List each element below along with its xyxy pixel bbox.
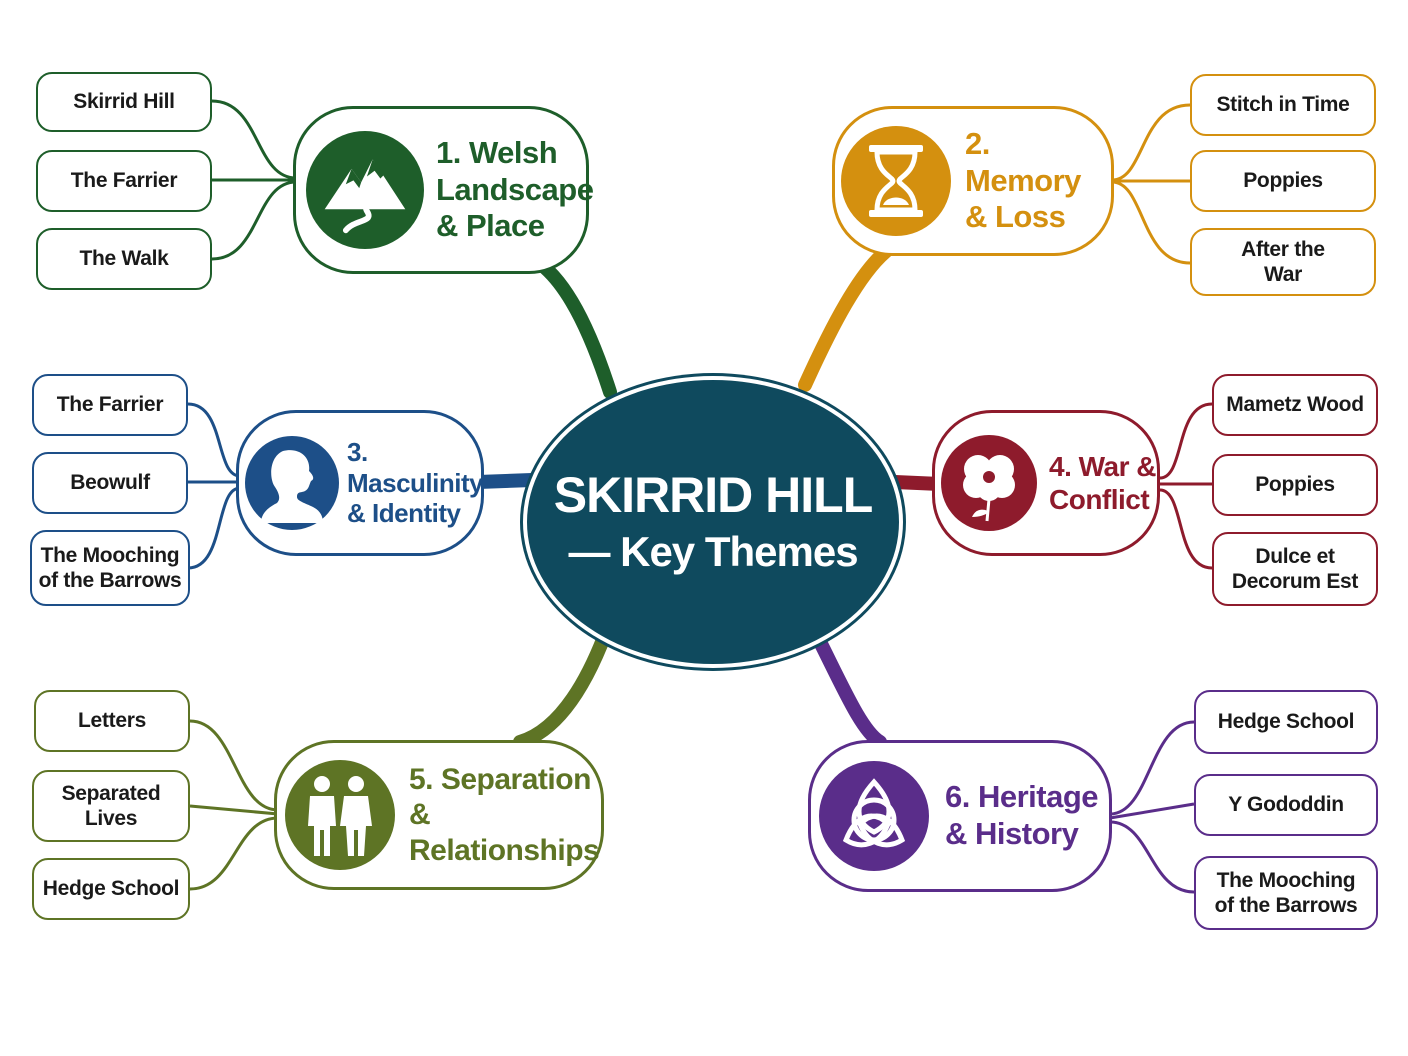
poem-hedge-school[interactable]: Hedge School bbox=[1194, 690, 1378, 754]
poem-separated-lives[interactable]: Separated Lives bbox=[32, 770, 190, 842]
connector-memory bbox=[798, 241, 897, 392]
theme-label: 2. Memory & Loss bbox=[965, 126, 1081, 235]
poem-stitch-in-time[interactable]: Stitch in Time bbox=[1190, 74, 1376, 136]
theme-war-conflict[interactable]: 4. War & Conflict bbox=[932, 410, 1160, 556]
poem-y-gododdin[interactable]: Y Gododdin bbox=[1194, 774, 1378, 836]
central-title: SKIRRID HILL bbox=[553, 467, 874, 523]
poem-the-farrier[interactable]: The Farrier bbox=[36, 150, 212, 212]
poem-beowulf[interactable]: Beowulf bbox=[32, 452, 188, 514]
theme-label: 6. Heritage & History bbox=[945, 779, 1099, 851]
theme-separation-relationships[interactable]: 5. Separation & Relationships bbox=[274, 740, 604, 890]
poem-hedge-school[interactable]: Hedge School bbox=[32, 858, 190, 920]
poem-letters[interactable]: Letters bbox=[34, 690, 190, 752]
theme-label: 5. Separation & Relationships bbox=[409, 762, 600, 867]
theme-label: 3. Masculinity & Identity bbox=[347, 436, 484, 529]
poppy-icon bbox=[963, 455, 1015, 522]
poem-the-farrier[interactable]: The Farrier bbox=[32, 374, 188, 436]
theme-masculinity-identity[interactable]: 3. Masculinity & Identity bbox=[236, 410, 484, 556]
theme-icon-circle bbox=[285, 760, 395, 870]
central-topic: SKIRRID HILL — Key Themes bbox=[523, 376, 903, 668]
theme-label: 4. War & Conflict bbox=[1049, 450, 1157, 515]
hourglass-icon bbox=[869, 145, 923, 217]
theme-icon-circle bbox=[819, 761, 929, 871]
theme-icon-circle bbox=[841, 126, 951, 236]
mountain-icon bbox=[324, 159, 406, 234]
theme-icon-circle bbox=[306, 131, 424, 249]
theme-icon-circle bbox=[941, 435, 1037, 531]
poem-after-the-war[interactable]: After the War bbox=[1190, 228, 1376, 296]
poem-the-mooching-of-the-barrows[interactable]: The Mooching of the Barrows bbox=[30, 530, 190, 606]
poem-mametz-wood[interactable]: Mametz Wood bbox=[1212, 374, 1378, 436]
central-subtitle: — Key Themes bbox=[568, 528, 858, 575]
theme-icon-circle bbox=[245, 436, 339, 530]
theme-heritage-history[interactable]: 6. Heritage & History bbox=[808, 740, 1112, 892]
poem-the-mooching-of-the-barrows[interactable]: The Mooching of the Barrows bbox=[1194, 856, 1378, 930]
head-profile-icon bbox=[261, 450, 323, 523]
poem-the-walk[interactable]: The Walk bbox=[36, 228, 212, 290]
celtic-knot-icon bbox=[842, 778, 906, 848]
poem-poppies[interactable]: Poppies bbox=[1212, 454, 1378, 516]
theme-welsh-landscape[interactable]: 1. Welsh Landscape & Place bbox=[293, 106, 594, 274]
theme-label: 1. Welsh Landscape & Place bbox=[436, 135, 594, 244]
poem-poppies[interactable]: Poppies bbox=[1190, 150, 1376, 212]
connector-masculinity bbox=[471, 473, 539, 489]
theme-memory-loss[interactable]: 2. Memory & Loss bbox=[832, 106, 1114, 256]
two-people-icon bbox=[308, 776, 372, 856]
poem-dulce-et-decorum-est[interactable]: Dulce et Decorum Est bbox=[1212, 532, 1378, 606]
poem-skirrid-hill[interactable]: Skirrid Hill bbox=[36, 72, 212, 132]
